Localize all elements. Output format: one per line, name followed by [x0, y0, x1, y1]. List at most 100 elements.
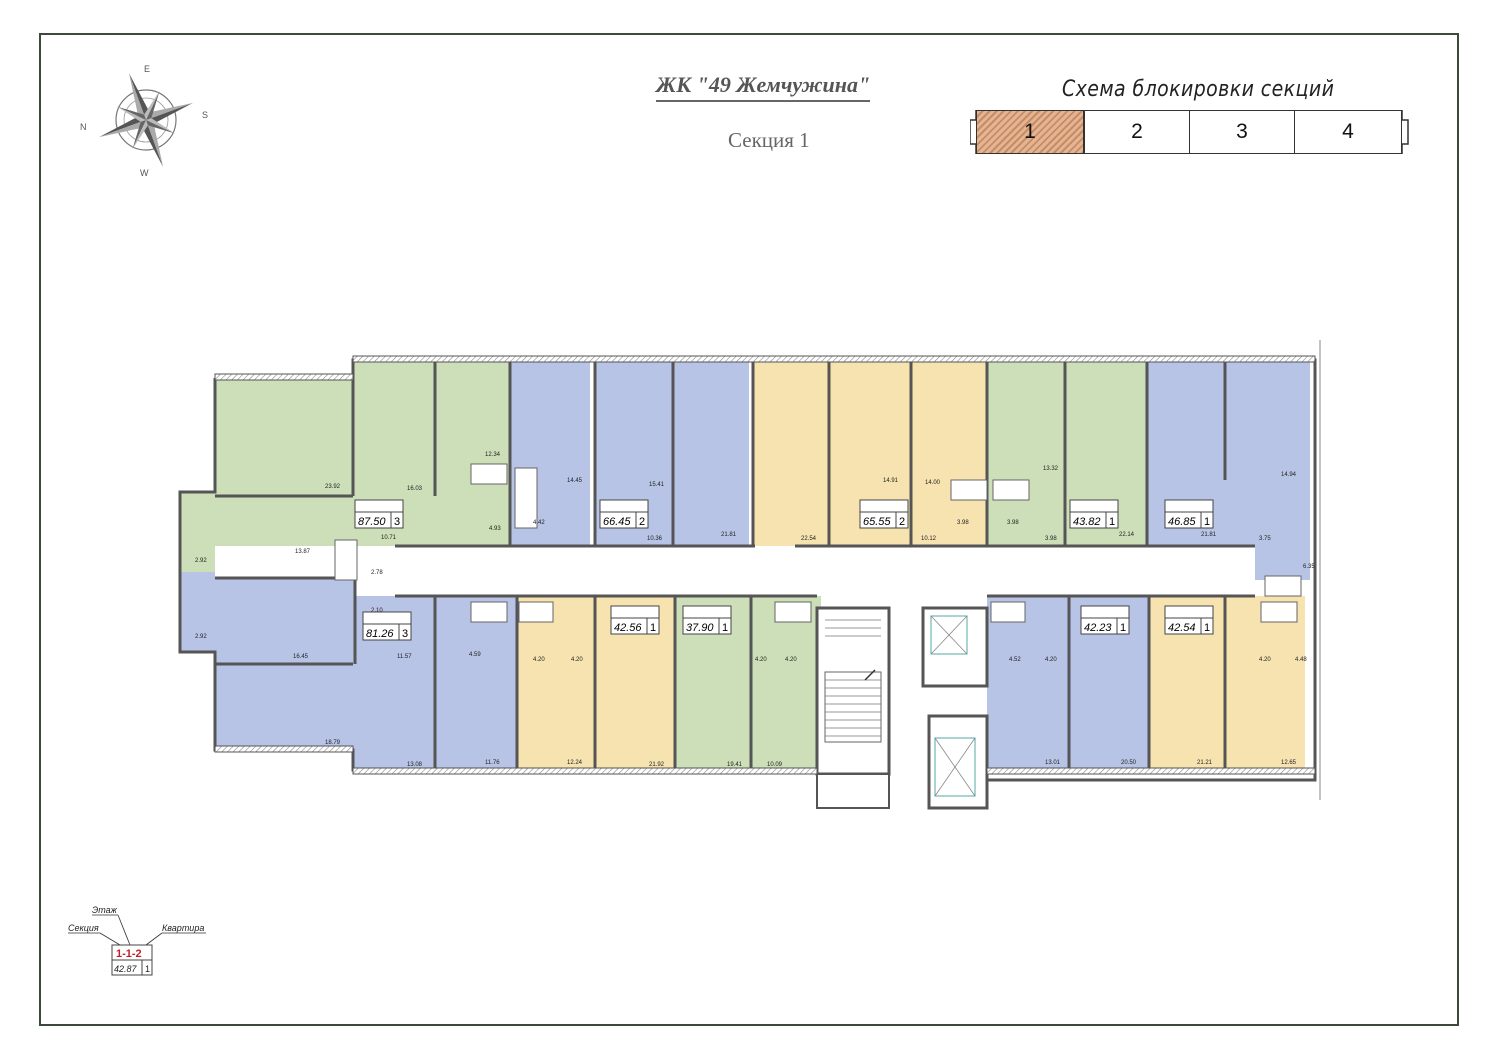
- apartment-rooms: 3: [402, 628, 408, 640]
- compass-letter-n: N: [80, 122, 87, 132]
- apartment-label: 66.45 2: [599, 499, 649, 529]
- scheme-end-caps: [970, 110, 1409, 154]
- scheme-title: Схема блокировки секций: [1062, 77, 1335, 102]
- apartment-rooms: 1: [1120, 622, 1126, 634]
- floor-plan: 87.50 3 66.45 2 65.55 2 43.82 1 46.85 1 …: [178, 340, 1321, 810]
- room-blue: [987, 596, 1069, 770]
- room-area: 2.92: [195, 634, 207, 640]
- room-area: 14.91: [883, 478, 899, 484]
- room-blue: [353, 664, 435, 770]
- room-green: [215, 378, 353, 496]
- apartment-label: 42.23 1: [1080, 605, 1130, 635]
- page-title: ЖК "49 Жемчужина": [656, 72, 871, 102]
- room-area: 10.09: [767, 762, 783, 768]
- room-area: 4.42: [533, 520, 545, 526]
- compass-rose: E S W N: [80, 64, 208, 178]
- room-area: 4.48: [1295, 657, 1307, 663]
- room-yellow: [911, 360, 987, 546]
- apartment-rooms: 1: [650, 622, 656, 634]
- apartment-rooms: 2: [639, 516, 645, 528]
- room-area: 12.24: [567, 760, 583, 766]
- corridor: [395, 546, 1255, 596]
- legend-area: 42.87: [114, 964, 138, 974]
- room-area: 12.34: [485, 452, 501, 458]
- room-area: 3.75: [1259, 536, 1271, 542]
- room-area: 2.10: [371, 608, 383, 614]
- room-area: 4.52: [1009, 657, 1021, 663]
- room-area: 3.98: [1007, 520, 1019, 526]
- room-area: 13.32: [1043, 466, 1059, 472]
- room-yellow: [517, 596, 595, 770]
- room-area: 4.20: [785, 657, 797, 663]
- apartment-rooms: 1: [1109, 516, 1115, 528]
- room-yellow: [753, 360, 829, 546]
- room-area: 21.81: [721, 532, 737, 538]
- room-area: 10.36: [647, 536, 663, 542]
- room-area: 13.01: [1045, 760, 1061, 766]
- room-area: 10.71: [381, 535, 397, 541]
- room-area: 2.78: [371, 570, 383, 576]
- sheet-frame: [39, 33, 1459, 1026]
- room-area: 4.20: [755, 657, 767, 663]
- apartment-area: 42.54: [1168, 622, 1196, 634]
- room-area: 14.45: [567, 478, 583, 484]
- room-green: [353, 360, 435, 496]
- legend-code: 1-1-2: [116, 948, 142, 960]
- apartment-area: 46.85: [1168, 516, 1196, 528]
- room-green: [395, 496, 510, 546]
- room-area: 21.81: [1201, 532, 1217, 538]
- scheme-section-1[interactable]: 1: [976, 110, 1084, 154]
- apartment-label: 81.26 3: [362, 611, 412, 641]
- room-blue: [435, 596, 517, 770]
- stair-core: [815, 606, 989, 810]
- scheme-section-4[interactable]: 4: [1294, 110, 1402, 154]
- bathrooms: [334, 463, 1302, 623]
- apartment-area: 43.82: [1073, 516, 1101, 528]
- room-green: [987, 360, 1065, 546]
- room-area: 14.00: [925, 480, 941, 486]
- room-area: 16.03: [407, 486, 423, 492]
- label-legend: Этаж Секция Квартира 1-1-2 42.87 1: [68, 905, 206, 976]
- apartment-area: 37.90: [686, 622, 714, 634]
- room-area: 13.08: [407, 762, 423, 768]
- room-area: 20.50: [1121, 760, 1137, 766]
- apartment-label: 42.56 1: [610, 605, 660, 635]
- section-subtitle: Секция 1: [728, 128, 810, 152]
- room-area-numbers: 23.92 16.03 12.34 14.45 15.41 14.91 14.0…: [195, 452, 1315, 768]
- room-area: 4.20: [1045, 657, 1057, 663]
- apartment-labels: 87.50 3 66.45 2 65.55 2 43.82 1 46.85 1 …: [354, 499, 1214, 641]
- apartment-area: 42.56: [614, 622, 642, 634]
- apartment-rooms: 1: [1204, 516, 1210, 528]
- apartment-area: 81.26: [366, 628, 394, 640]
- apartment-area: 65.55: [863, 516, 891, 528]
- legend-floor-label: Этаж: [92, 905, 118, 915]
- room-area: 11.76: [485, 760, 500, 766]
- apartment-label: 43.82 1: [1069, 499, 1119, 529]
- room-area: 22.14: [1119, 532, 1135, 538]
- room-area: 18.79: [325, 740, 341, 746]
- room-area: 10.12: [921, 536, 937, 542]
- room-area: 13.87: [295, 549, 311, 555]
- room-area: 15.41: [649, 482, 665, 488]
- room-area: 21.21: [1197, 760, 1213, 766]
- room-green: [751, 596, 821, 770]
- room-yellow: [1225, 596, 1305, 770]
- apartment-rooms: 3: [394, 516, 400, 528]
- room-area: 14.94: [1281, 472, 1297, 478]
- room-blue: [215, 578, 355, 664]
- compass-letter-e: E: [144, 64, 150, 74]
- room-area: 4.20: [1259, 657, 1271, 663]
- scheme-section-2[interactable]: 2: [1084, 110, 1190, 154]
- room-area: 16.45: [293, 654, 309, 660]
- apartment-label: 37.90 1: [682, 605, 732, 635]
- room-area: 2.92: [195, 558, 207, 564]
- room-area: 4.20: [533, 657, 545, 663]
- room-area: 4.93: [489, 526, 501, 532]
- apartment-rooms: 1: [1204, 622, 1210, 634]
- room-area: 23.92: [325, 484, 341, 490]
- room-blue: [215, 664, 353, 750]
- balcony-blue: [180, 572, 215, 652]
- legend-apartment-label: Квартира: [162, 923, 204, 933]
- apartment-rooms: 1: [722, 622, 728, 634]
- room-area: 22.54: [801, 536, 817, 542]
